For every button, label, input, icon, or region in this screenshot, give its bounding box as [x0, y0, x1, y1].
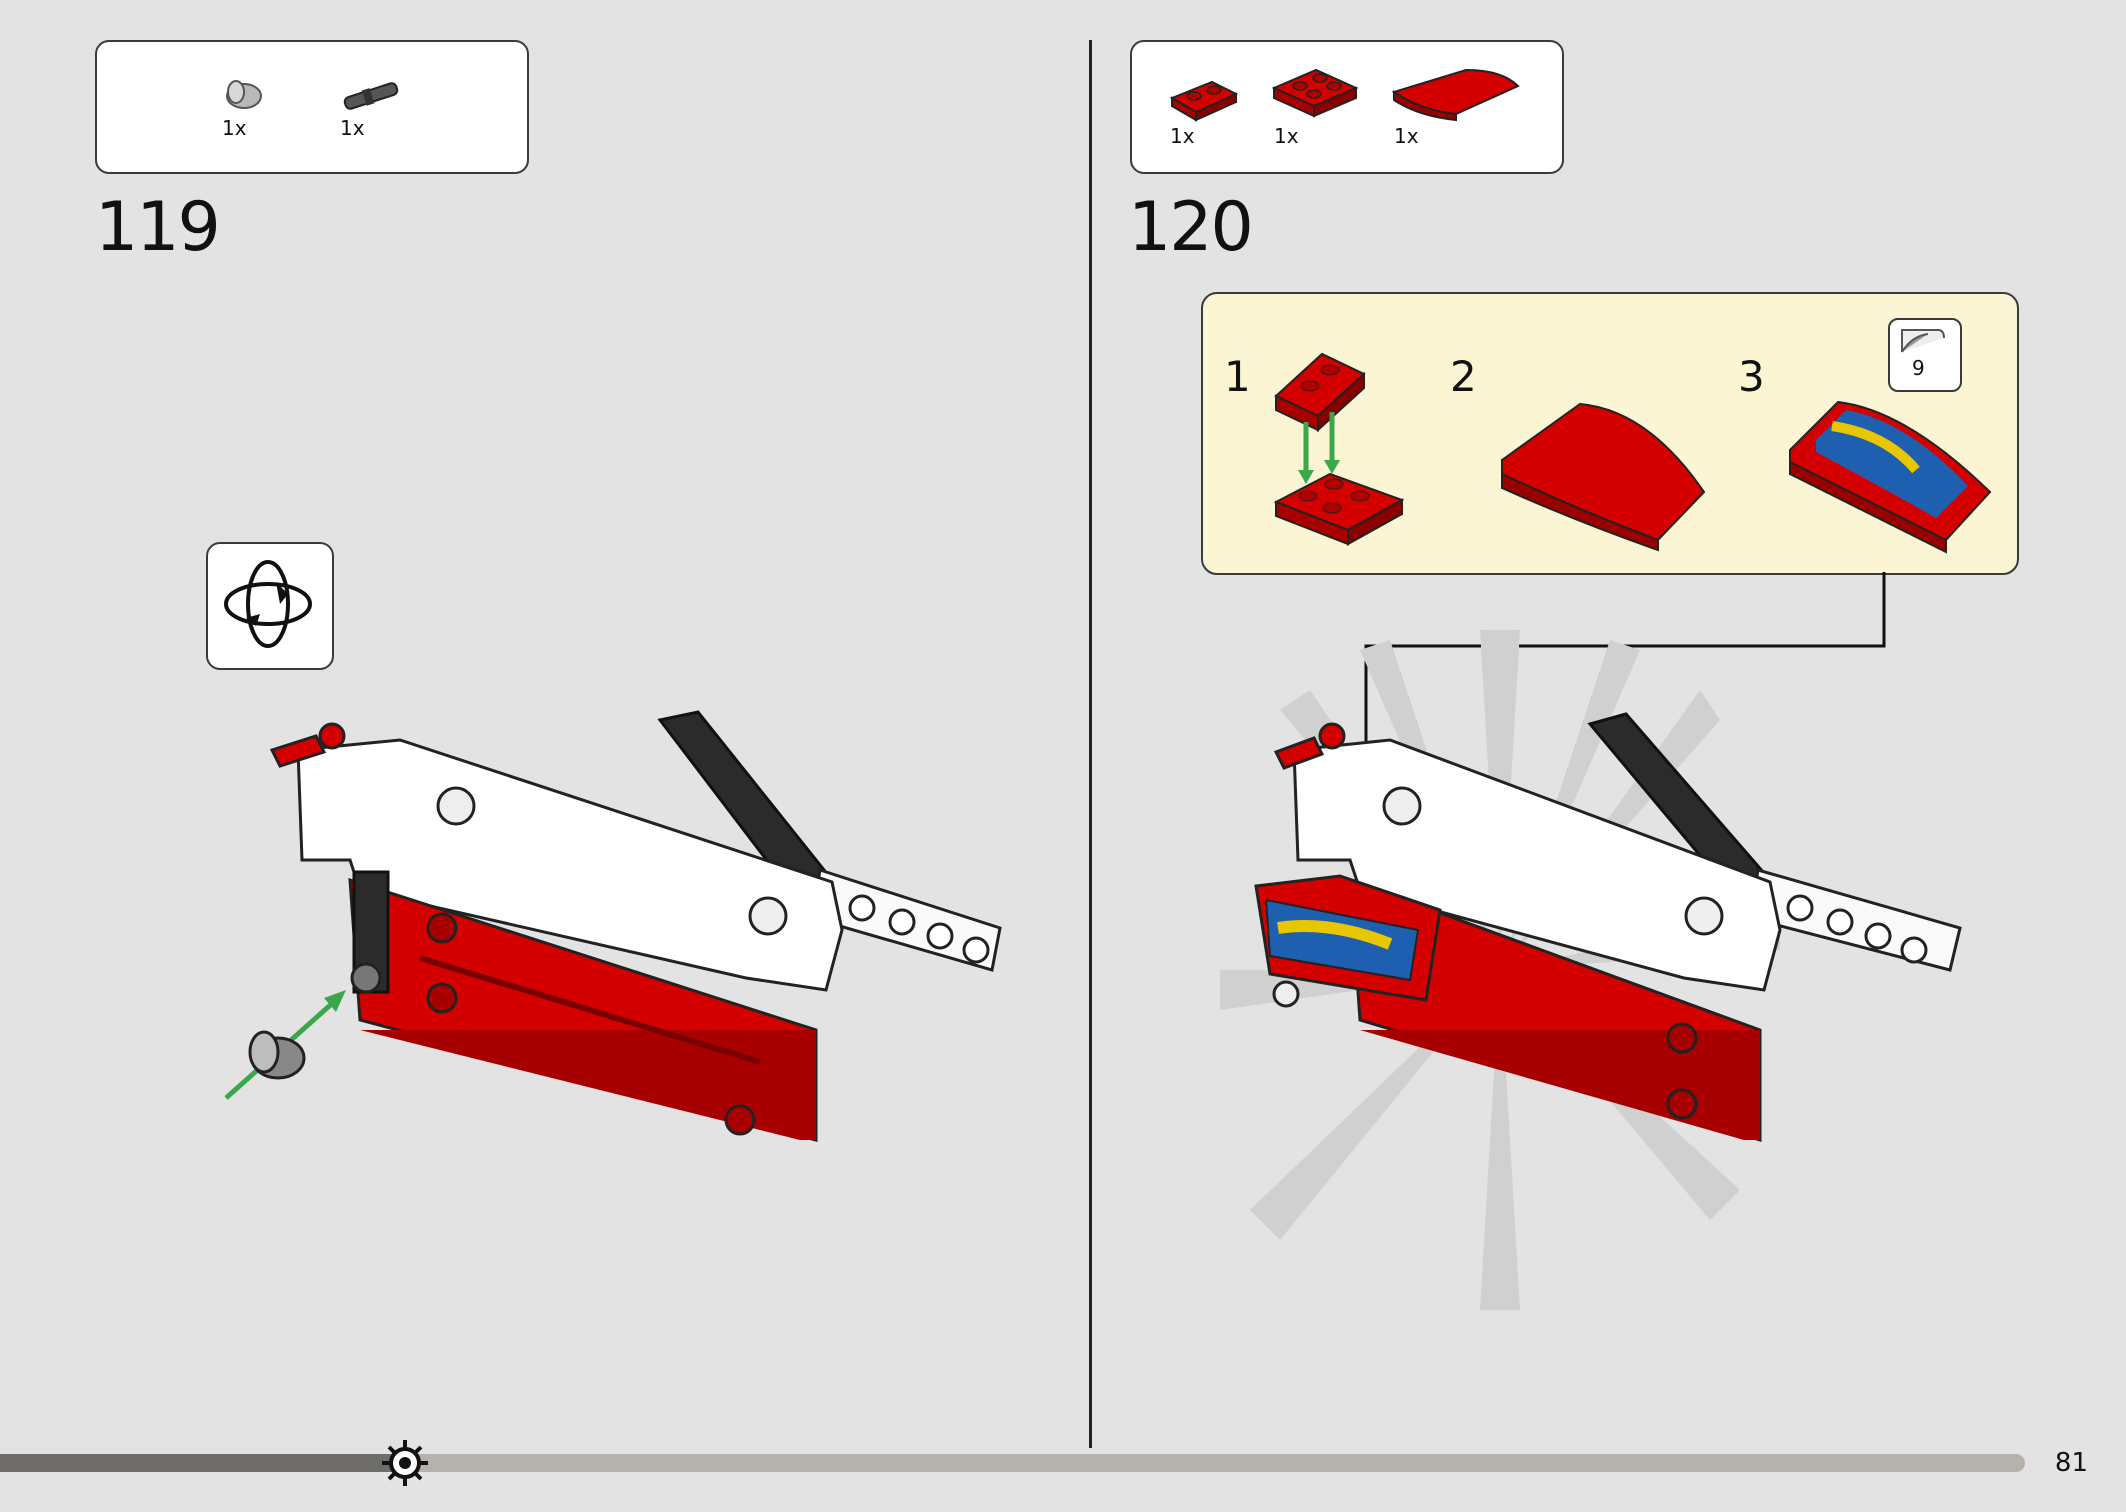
progress-gear-icon	[382, 1440, 428, 1486]
parts-list-step-119	[95, 40, 529, 174]
part-qty: 1x	[1394, 124, 1419, 148]
sticker-number: 9	[1912, 356, 1925, 380]
part-qty: 1x	[340, 116, 365, 140]
red-plate-1x2-icon	[1169, 80, 1239, 122]
sticker-icon	[1901, 329, 1945, 353]
substep-number: 2	[1450, 352, 1477, 401]
model-assembly-120	[1254, 712, 1962, 1143]
progress-track	[0, 1454, 2025, 1472]
substep-number: 1	[1224, 352, 1251, 401]
part-qty: 1x	[222, 116, 247, 140]
substep-1-plates	[1273, 352, 1405, 546]
part-qty: 1x	[1170, 124, 1195, 148]
red-plate-2x2-icon	[1271, 68, 1359, 118]
red-curved-slope-icon	[1391, 68, 1520, 122]
axle-pin-icon	[343, 82, 399, 110]
model-assembly-119	[224, 710, 1002, 1142]
page-divider	[1089, 40, 1092, 1448]
substep-2-slope	[1501, 402, 1706, 552]
page-number: 81	[2054, 1448, 2088, 1478]
bush-icon	[226, 80, 262, 109]
substep-number: 3	[1738, 352, 1765, 401]
part-qty: 1x	[1274, 124, 1299, 148]
substep-3-stickered-slope	[1789, 400, 1992, 554]
step-number: 120	[1128, 188, 1254, 267]
progress-fill	[0, 1454, 405, 1472]
rotate-icon	[224, 560, 312, 648]
step-number: 119	[95, 188, 221, 267]
